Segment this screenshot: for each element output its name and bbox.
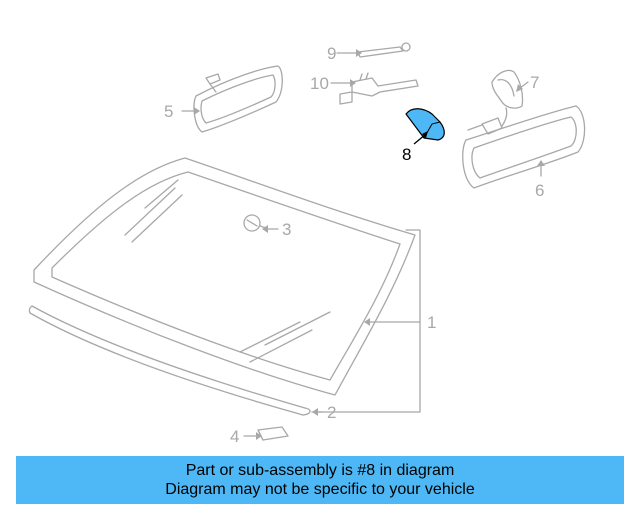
parts-diagram: 1 2 3 4 5 6 7 8 9 10 [28, 42, 586, 446]
callout-10: 10 [310, 74, 329, 93]
callout-9: 9 [327, 44, 336, 63]
leader-1b [405, 229, 421, 323]
callout-6: 6 [535, 181, 544, 200]
sensor-bracket [357, 42, 411, 58]
mirror-mount-bracket-highlighted [405, 108, 445, 145]
callout-1: 1 [427, 313, 436, 332]
banner-part-note: Part or sub-assembly is #8 in diagram [185, 462, 455, 479]
windshield-glass [33, 157, 416, 396]
leader-1 [317, 321, 421, 413]
callout-2: 2 [327, 403, 336, 422]
info-banner: Part or sub-assembly is #8 in diagram Di… [16, 456, 624, 504]
wiring-harness [339, 72, 419, 105]
spacer-block [257, 426, 289, 441]
callout-4: 4 [230, 427, 239, 446]
callout-7: 7 [530, 73, 539, 92]
leader-7 [519, 81, 529, 89]
windshield-moulding [28, 305, 311, 416]
callout-5: 5 [164, 102, 173, 121]
rearview-mirror-right [462, 105, 586, 189]
callout-3: 3 [282, 220, 291, 239]
rearview-mirror-left [193, 65, 283, 133]
mount-cover [491, 69, 524, 109]
callout-8: 8 [402, 145, 411, 164]
banner-disclaimer: Diagram may not be specific to your vehi… [165, 481, 475, 498]
